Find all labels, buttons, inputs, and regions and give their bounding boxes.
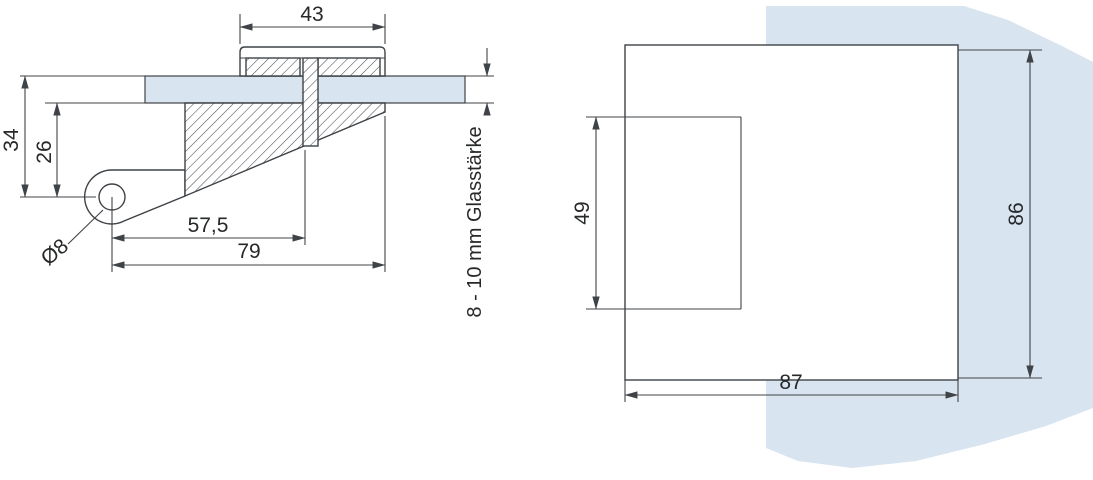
dim-label-body-width: 87 [779,371,802,394]
dim-label-length-full: 79 [237,240,260,263]
clamp-screw [302,57,319,147]
dim-label-height-inner: 26 [33,140,56,163]
dim-label-notch-height: 49 [571,201,594,224]
clamp-pad-right [317,57,381,77]
dim-label-hole-diameter: Ø8 [37,235,73,271]
dim-label-top-width: 43 [300,3,323,26]
glass-thickness-label: 8 - 10 mm Glasstärke [464,126,486,317]
mounting-wedge [184,102,386,198]
side-view: 43 34 26 Ø8 57,5 79 8 - 10 mm Glasstärke [0,3,494,318]
hinge-body-front [624,44,959,381]
dim-label-height-outer: 34 [0,128,23,152]
dim-label-length-mid: 57,5 [188,214,229,237]
front-view: 49 86 87 [571,6,1093,468]
dim-label-body-height: 86 [1005,202,1028,225]
clamp-pad-left [245,57,301,77]
leader-line-hole [67,209,104,245]
